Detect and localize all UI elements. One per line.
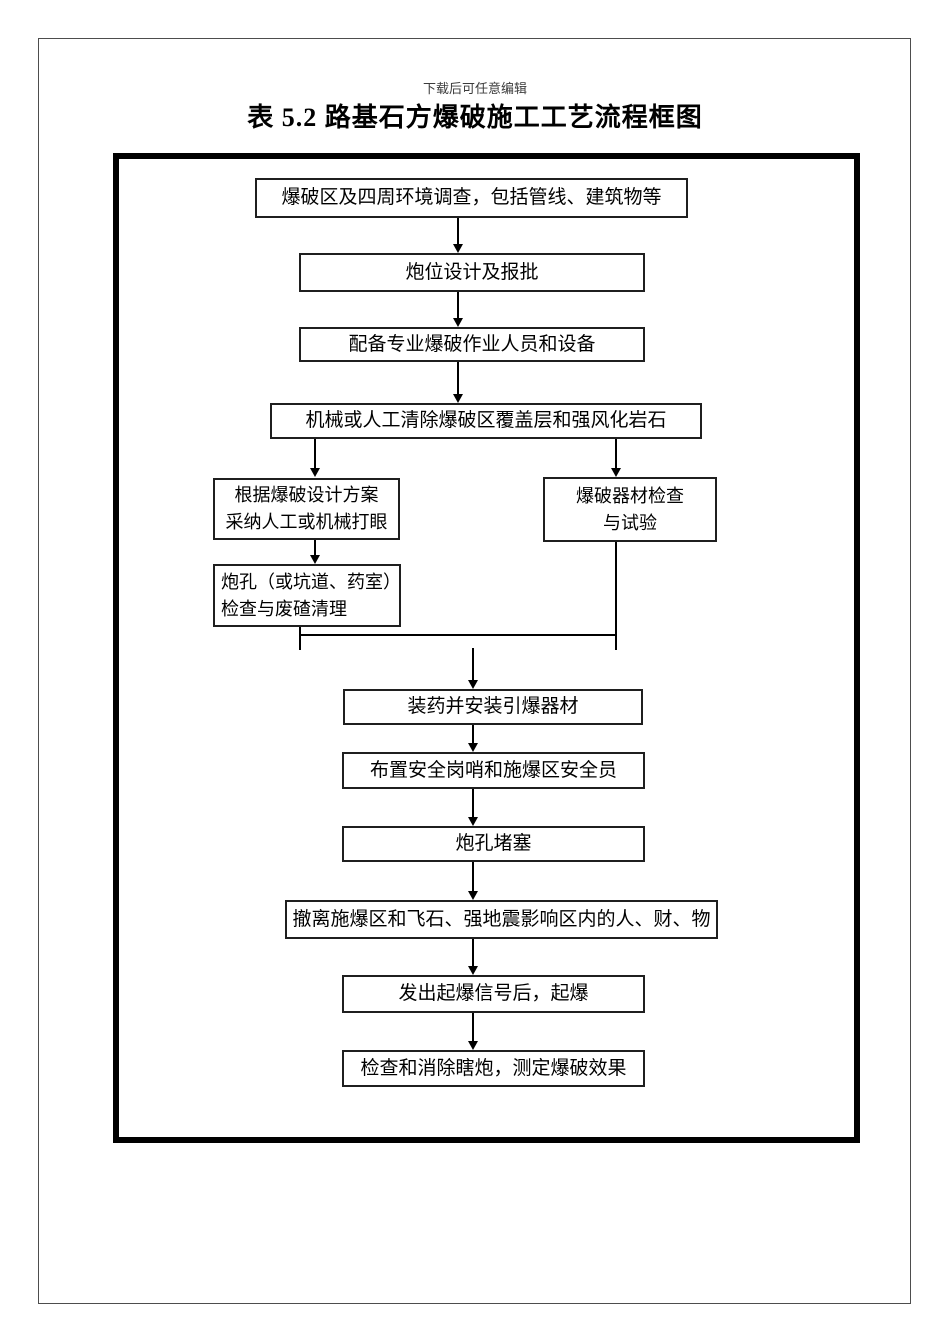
flow-node-label-line1: 炮孔（或坑道、药室）: [221, 572, 401, 592]
flow-node-label-line2: 与试验: [603, 512, 657, 533]
connector-line: [299, 634, 617, 636]
flow-node-equipment-inspection: 爆破器材检查 与试验: [543, 477, 717, 542]
flow-node-detonation-signal: 发出起爆信号后，起爆: [342, 975, 645, 1013]
flow-node-blast-design-approval: 炮位设计及报批: [299, 253, 645, 292]
flow-node-environment-survey: 爆破区及四周环境调查，包括管线、建筑物等: [255, 178, 688, 218]
connector-line: [472, 862, 474, 891]
arrow-down-icon: [310, 555, 320, 564]
flow-node-final-check: 检查和消除瞎炮，测定爆破效果: [342, 1050, 645, 1087]
arrow-down-icon: [468, 817, 478, 826]
flow-node-safety-posts: 布置安全岗哨和施爆区安全员: [342, 752, 645, 789]
connector-line: [314, 540, 316, 555]
flow-node-evacuation: 撤离施爆区和飞石、强地震影响区内的人、财、物: [285, 900, 718, 939]
arrow-down-icon: [453, 318, 463, 327]
flow-node-label: 爆破区及四周环境调查，包括管线、建筑物等: [281, 187, 662, 209]
flow-node-label-line1: 根据爆破设计方案: [234, 485, 379, 505]
page-border: [38, 38, 911, 1304]
arrow-down-icon: [468, 1041, 478, 1050]
flow-node-label-line2: 采纳人工或机械打眼: [225, 512, 388, 532]
flow-node-label: 配备专业爆破作业人员和设备: [348, 333, 596, 355]
connector-line: [314, 439, 316, 468]
connector-line: [615, 542, 617, 650]
flow-node-label: 布置安全岗哨和施爆区安全员: [369, 759, 617, 781]
arrow-down-icon: [468, 680, 478, 689]
flow-node-label: 撤离施爆区和飞石、强地震影响区内的人、财、物: [292, 908, 711, 930]
arrow-down-icon: [468, 966, 478, 975]
flow-node-label: 炮位设计及报批: [405, 261, 539, 283]
arrow-down-icon: [611, 468, 621, 477]
page-title: 表 5.2 路基石方爆破施工工艺流程框图: [247, 103, 703, 132]
flow-node-label-line1: 爆破器材检查: [576, 485, 684, 506]
connector-line: [299, 627, 301, 650]
edit-note: 下载后可任意编辑: [422, 81, 527, 96]
connector-line: [472, 789, 474, 817]
flow-node-hole-plugging: 炮孔堵塞: [342, 826, 645, 862]
flow-node-hole-check-cleanup: 炮孔（或坑道、药室） 检查与废碴清理: [213, 564, 401, 627]
arrow-down-icon: [310, 468, 320, 477]
flow-node-label: 炮孔堵塞: [455, 833, 532, 855]
flow-node-label-line2: 检查与废碴清理: [221, 599, 347, 619]
connector-line: [472, 725, 474, 743]
flow-node-label: 检查和消除瞎炮，测定爆破效果: [360, 1057, 627, 1079]
arrow-down-icon: [453, 244, 463, 253]
connector-line: [457, 292, 459, 318]
flow-node-staff-and-equipment: 配备专业爆破作业人员和设备: [299, 327, 645, 362]
connector-line: [615, 439, 617, 468]
connector-line: [472, 648, 474, 681]
connector-line: [457, 362, 459, 394]
flow-node-drilling-plan: 根据爆破设计方案 采纳人工或机械打眼: [213, 478, 400, 540]
flow-node-label: 机械或人工清除爆破区覆盖层和强风化岩石: [305, 410, 667, 432]
arrow-down-icon: [468, 891, 478, 900]
arrow-down-icon: [468, 743, 478, 752]
flow-node-label: 发出起爆信号后，起爆: [398, 983, 589, 1005]
flow-node-label: 装药并安装引爆器材: [407, 696, 579, 718]
connector-line: [457, 218, 459, 244]
connector-line: [472, 939, 474, 966]
connector-line: [472, 1013, 474, 1041]
flow-node-charging: 装药并安装引爆器材: [343, 689, 643, 725]
arrow-down-icon: [453, 394, 463, 403]
flow-node-clear-overburden: 机械或人工清除爆破区覆盖层和强风化岩石: [270, 403, 702, 439]
